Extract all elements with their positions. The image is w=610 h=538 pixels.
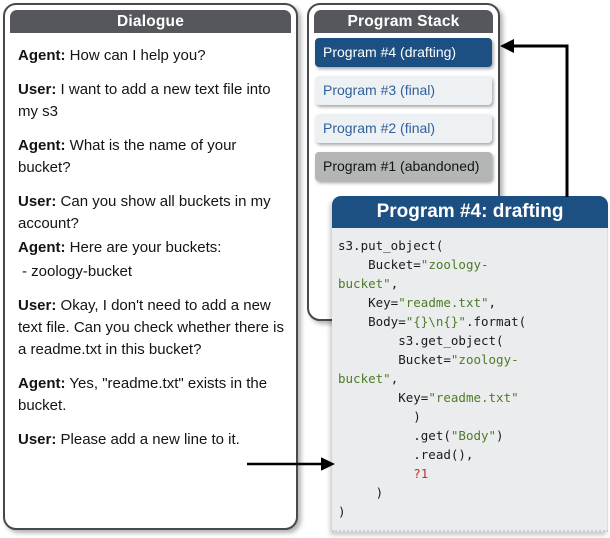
dialogue-turn: Agent: Here are your buckets: (18, 239, 222, 256)
speaker-label: User: (18, 431, 57, 448)
dialogue-turn: - zoology-bucket (22, 263, 133, 280)
code-string: "zoology- (450, 352, 519, 367)
code-text: Key= (338, 295, 399, 310)
dialogue-header: Dialogue (10, 10, 291, 33)
program-code: s3.put_object( Bucket="zoology-bucket", … (332, 228, 608, 532)
code-line: Key="readme.txt" (338, 388, 607, 407)
dialogue-turn: Agent: How can I help you? (18, 47, 206, 64)
code-line: s3.get_object( (338, 331, 607, 350)
code-line: Key="readme.txt", (338, 293, 607, 312)
code-text: Bucket= (338, 257, 421, 272)
code-string: "readme.txt" (428, 390, 519, 405)
code-text: Bucket= (338, 352, 451, 367)
dialogue-turn: User: Okay, I don't need to add a new te… (18, 297, 284, 358)
speaker-label: User: (18, 193, 57, 210)
code-line: .get("Body") (338, 426, 607, 445)
code-text: Key= (338, 390, 429, 405)
code-text (338, 466, 413, 481)
arrow-code-to-stack-item (500, 39, 569, 197)
program-stack-panel: Program Stack Program #4 (drafting)Progr… (307, 3, 500, 321)
dialogue-turn: Agent: What is the name of your bucket? (18, 137, 237, 176)
code-line: Bucket="zoology- (338, 350, 607, 369)
speaker-label: Agent: (18, 137, 66, 154)
code-string: "zoology- (420, 257, 489, 272)
code-text: .format( (465, 314, 527, 329)
program-detail-title: Program #4: drafting (376, 201, 564, 222)
stack-item: Program #4 (drafting) (315, 38, 492, 67)
dialogue-turn: User: Can you show all buckets in my acc… (18, 193, 271, 232)
program-stack-title: Program Stack (347, 13, 460, 30)
code-text: ) (338, 409, 421, 424)
speaker-label: Agent: (18, 239, 66, 256)
code-text: .get( (338, 428, 451, 443)
code-line: .read(), (338, 445, 607, 464)
dialogue-title: Dialogue (116, 13, 185, 30)
code-string: "readme.txt" (398, 295, 489, 310)
code-line: ) (338, 483, 607, 502)
code-line: Body="{}\n{}".format( (338, 312, 607, 331)
code-string: bucket" (338, 371, 391, 386)
code-text: , (488, 295, 497, 310)
code-string: bucket" (338, 276, 391, 291)
stack-item: Program #1 (abandoned) (315, 152, 492, 181)
code-text: Body= (338, 314, 406, 329)
program-stack-list: Program #4 (drafting) Program #3 (final) P… (315, 38, 492, 190)
code-string: "{}\n{}" (405, 314, 466, 329)
dialogue-turn: User: I want to add a new text file into… (18, 81, 271, 120)
code-text: ) (496, 428, 504, 443)
dialogue-turn: User: Please add a new line to it. (18, 431, 240, 448)
dialogue-panel: Dialogue Agent: How can I help you? User:… (3, 3, 298, 530)
code-line: s3.put_object( (338, 236, 607, 255)
code-text: , (390, 371, 399, 386)
code-line: bucket", (338, 369, 607, 388)
program-detail-header: Program #4: drafting (332, 196, 608, 228)
code-text: ) (338, 485, 384, 500)
speaker-label: User: (18, 297, 57, 314)
program-stack-header: Program Stack (314, 10, 493, 33)
program-detail-panel: Program #4: drafting s3.put_object( Buck… (332, 196, 608, 532)
code-line: ?1 (338, 464, 607, 483)
code-text: , (390, 276, 399, 291)
dialogue-body: Agent: How can I help you? User: I want t… (18, 45, 284, 451)
code-line: ) (338, 407, 607, 426)
code-string: "Body" (450, 428, 497, 443)
code-text: s3.put_object( (338, 238, 444, 253)
code-line: bucket", (338, 274, 607, 293)
speaker-label: Agent: (18, 375, 66, 392)
code-text: .read(), (338, 447, 474, 462)
code-line: Bucket="zoology- (338, 255, 607, 274)
code-hole-placeholder: ?1 (413, 466, 429, 481)
code-line: ) (338, 502, 607, 521)
stack-item: Program #2 (final) (315, 114, 492, 143)
code-text: ) (338, 504, 346, 519)
speaker-label: User: (18, 81, 57, 98)
dialogue-turn: Agent: Yes, "readme.txt" exists in the b… (18, 375, 268, 414)
stack-item: Program #3 (final) (315, 76, 492, 105)
speaker-label: Agent: (18, 47, 66, 64)
code-text: s3.get_object( (338, 333, 504, 348)
